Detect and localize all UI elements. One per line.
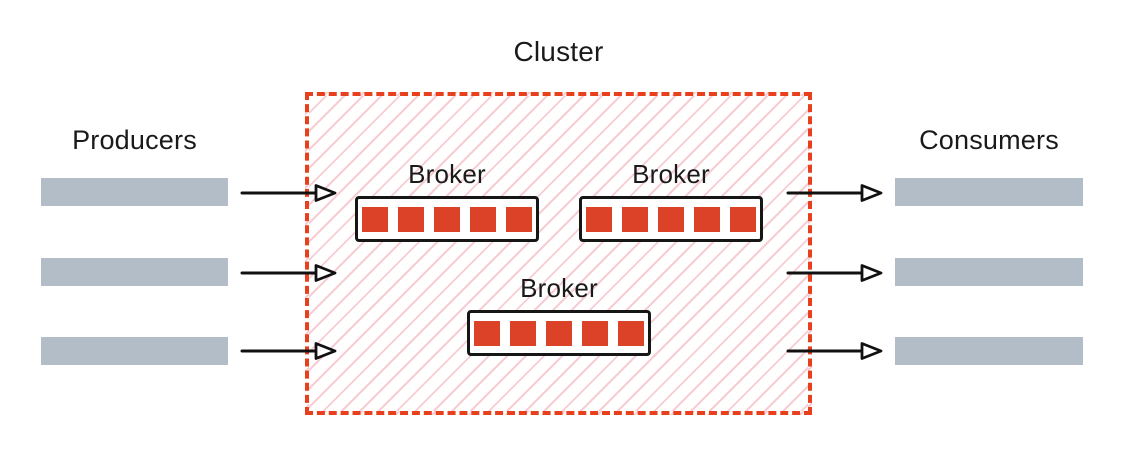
producer-bar xyxy=(41,337,228,365)
broker-label: Broker xyxy=(408,159,486,189)
producers-label: Producers xyxy=(72,125,197,155)
producer-bar xyxy=(41,178,228,206)
partition-square xyxy=(506,206,532,232)
right-arrow-icon xyxy=(786,184,883,202)
cluster-title: Cluster xyxy=(513,36,604,67)
partition-square xyxy=(694,206,720,232)
partition-square xyxy=(470,206,496,232)
cluster-boundary xyxy=(305,92,812,415)
partition-square xyxy=(582,320,608,346)
partition-square xyxy=(546,320,572,346)
partition-square xyxy=(618,320,644,346)
broker-label: Broker xyxy=(632,159,710,189)
right-arrow-icon xyxy=(240,264,337,282)
partition-square xyxy=(398,206,424,232)
partition-square xyxy=(434,206,460,232)
partition-square xyxy=(362,206,388,232)
broker-box xyxy=(467,310,651,356)
partition-square xyxy=(586,206,612,232)
partition-square xyxy=(474,320,500,346)
consumer-bar xyxy=(895,258,1083,286)
right-arrow-icon xyxy=(240,184,337,202)
broker-label: Broker xyxy=(520,273,598,303)
broker-box xyxy=(579,196,763,242)
partition-square xyxy=(622,206,648,232)
partition-square xyxy=(510,320,536,346)
consumer-bar xyxy=(895,178,1083,206)
right-arrow-icon xyxy=(786,264,883,282)
partition-square xyxy=(730,206,756,232)
partition-square xyxy=(658,206,684,232)
consumer-bar xyxy=(895,337,1083,365)
consumers-label: Consumers xyxy=(919,125,1059,155)
right-arrow-icon xyxy=(786,342,883,360)
right-arrow-icon xyxy=(240,342,337,360)
broker-box xyxy=(355,196,539,242)
producer-bar xyxy=(41,258,228,286)
